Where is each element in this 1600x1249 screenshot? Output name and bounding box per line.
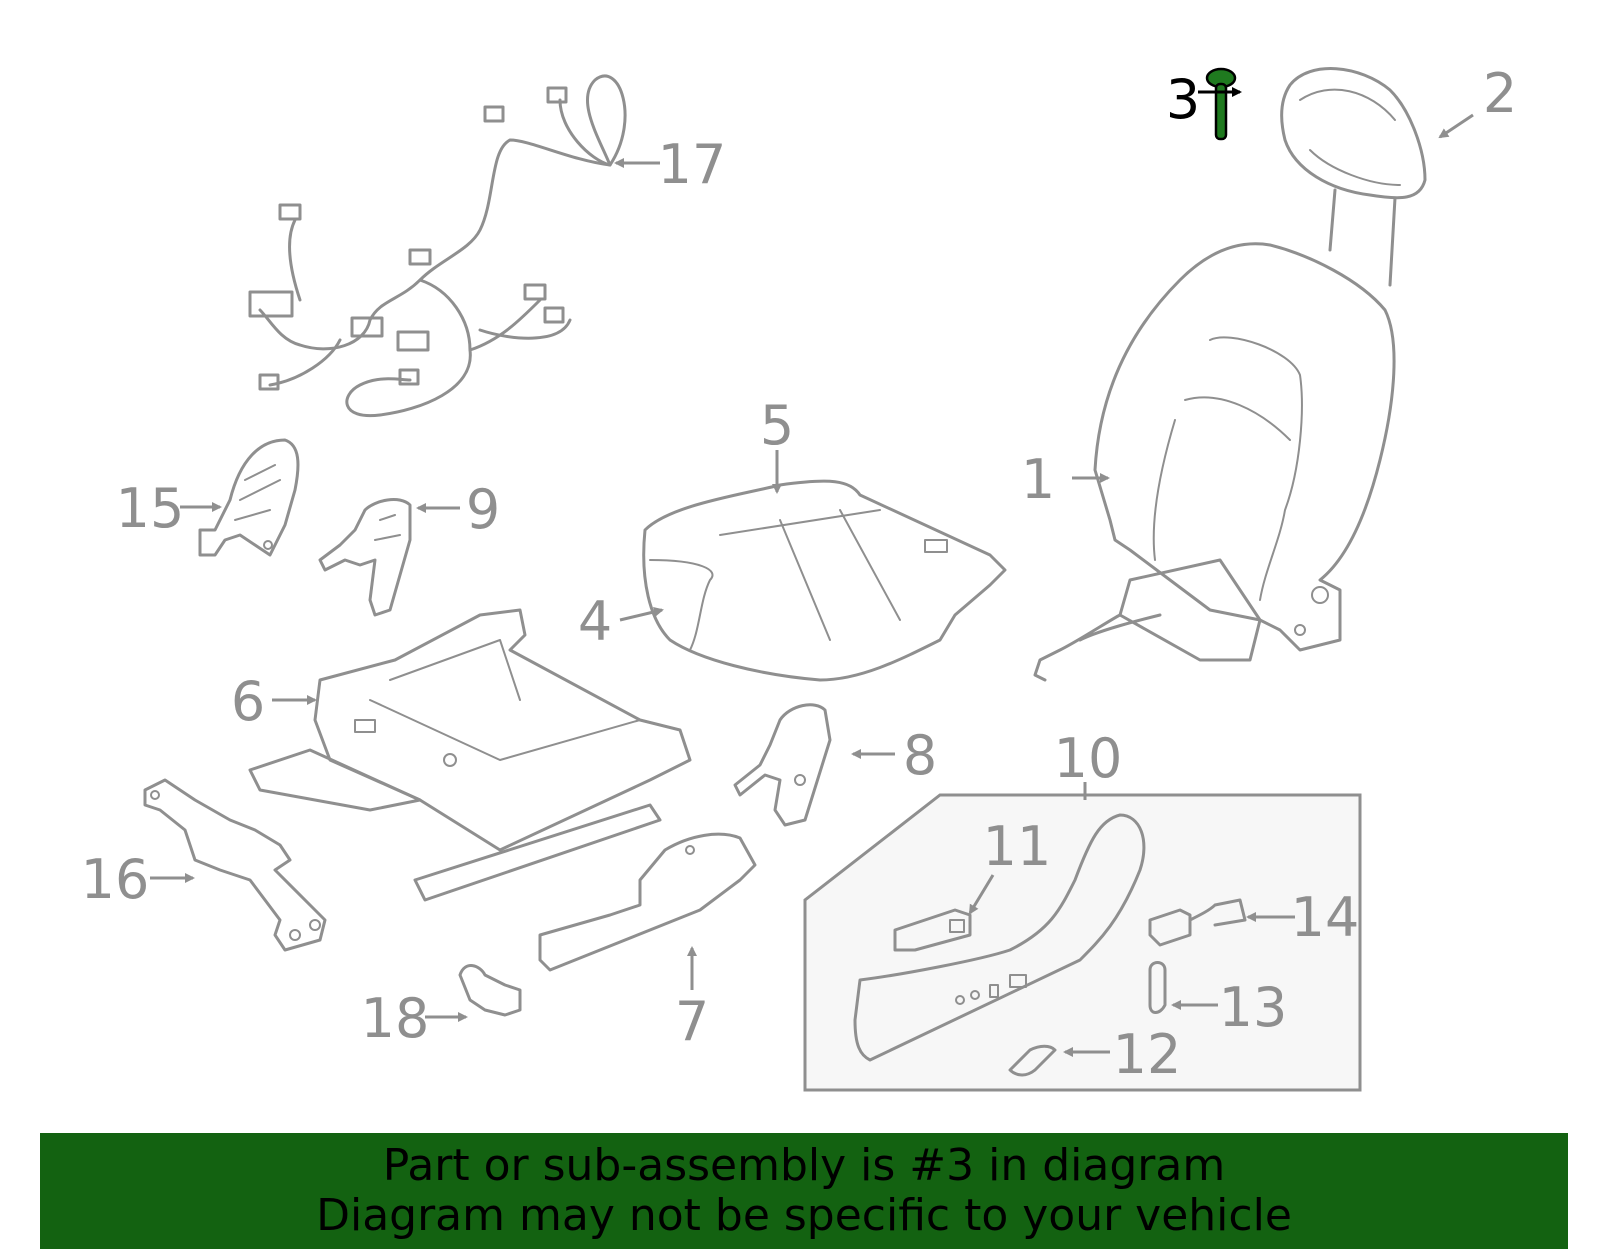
callout-13: 13 — [1171, 976, 1288, 1039]
callout-10: 10 — [1054, 727, 1123, 800]
banner-line-part: Part or sub-assembly is #3 in diagram — [382, 1140, 1226, 1191]
callout-18: 18 — [361, 987, 468, 1050]
part-9-cover[interactable] — [318, 498, 412, 617]
part-2-headrest[interactable] — [1280, 67, 1427, 287]
callout-6: 6 — [231, 670, 317, 733]
callout-label-10: 10 — [1054, 727, 1123, 790]
part-4-5-seat-cushion[interactable] — [642, 479, 1007, 682]
callout-17: 17 — [614, 133, 727, 196]
part-1-seat-back[interactable] — [1033, 242, 1396, 682]
part-8-cover[interactable] — [733, 703, 832, 827]
callout-label-9: 9 — [466, 478, 500, 541]
part-11-switch — [893, 908, 972, 952]
callout-label-8: 8 — [903, 724, 937, 787]
callout-label-5: 5 — [760, 394, 794, 457]
callout-7: 7 — [675, 946, 709, 1053]
part-3-bolt-highlighted[interactable] — [1205, 67, 1237, 141]
callout-label-7: 7 — [675, 990, 709, 1053]
part-15-bracket[interactable] — [198, 438, 300, 557]
callout-11: 11 — [968, 815, 1052, 915]
callout-label-13: 13 — [1219, 976, 1288, 1039]
callout-label-12: 12 — [1113, 1023, 1182, 1086]
callout-12: 12 — [1063, 1023, 1182, 1086]
callout-label-3: 3 — [1166, 68, 1200, 131]
callout-label-18: 18 — [361, 987, 430, 1050]
callout-3: 3 — [1166, 68, 1242, 131]
callout-8: 8 — [851, 724, 937, 787]
part-6-seat-frame[interactable] — [248, 608, 692, 902]
inset-box-10 — [803, 793, 1362, 1092]
callout-9: 9 — [416, 478, 500, 541]
callout-5: 5 — [760, 394, 794, 494]
callout-label-15: 15 — [116, 477, 185, 540]
part-18-clip[interactable] — [458, 964, 522, 1017]
callout-label-6: 6 — [231, 670, 265, 733]
part-13-knob — [1148, 961, 1167, 1014]
callout-label-2: 2 — [1483, 62, 1517, 125]
part-14-connector — [1148, 898, 1247, 947]
part-16-lifter-link[interactable] — [143, 778, 327, 952]
callout-label-17: 17 — [658, 133, 727, 196]
part-17-wiring-harness[interactable] — [248, 74, 627, 418]
part-7-side-shield[interactable] — [538, 832, 757, 972]
callout-1: 1 — [1021, 448, 1110, 511]
callout-16: 16 — [81, 848, 195, 911]
part-12-knob — [1008, 1044, 1057, 1077]
callout-label-1: 1 — [1021, 448, 1055, 511]
callout-label-14: 14 — [1291, 886, 1360, 949]
callout-label-11: 11 — [983, 815, 1052, 878]
callout-14: 14 — [1246, 886, 1360, 949]
callout-label-4: 4 — [578, 590, 612, 653]
callout-4: 4 — [578, 590, 664, 653]
info-banner: Part or sub-assembly is #3 in diagram Di… — [40, 1133, 1568, 1249]
callout-2: 2 — [1438, 62, 1517, 139]
callout-label-16: 16 — [81, 848, 150, 911]
callout-15: 15 — [116, 477, 222, 540]
banner-line-disclaimer: Diagram may not be specific to your vehi… — [316, 1190, 1292, 1241]
